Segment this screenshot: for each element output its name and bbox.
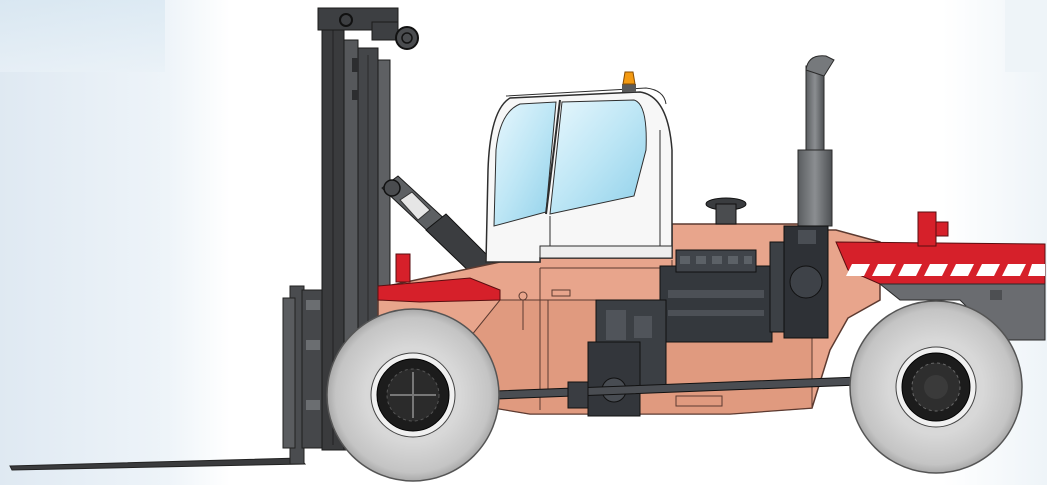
rear-wheel: [849, 300, 1023, 474]
fork-carriage: [301, 289, 325, 449]
exhaust-stack: [797, 55, 835, 227]
tilt-cylinder: [381, 175, 501, 285]
warning-stripes: [846, 264, 1045, 276]
engine: [659, 225, 829, 343]
beacon-light: [622, 71, 636, 92]
air-cleaner: [705, 197, 747, 225]
front-wheel: [326, 308, 500, 482]
forks: [9, 285, 307, 471]
operator-cab: [485, 71, 673, 263]
